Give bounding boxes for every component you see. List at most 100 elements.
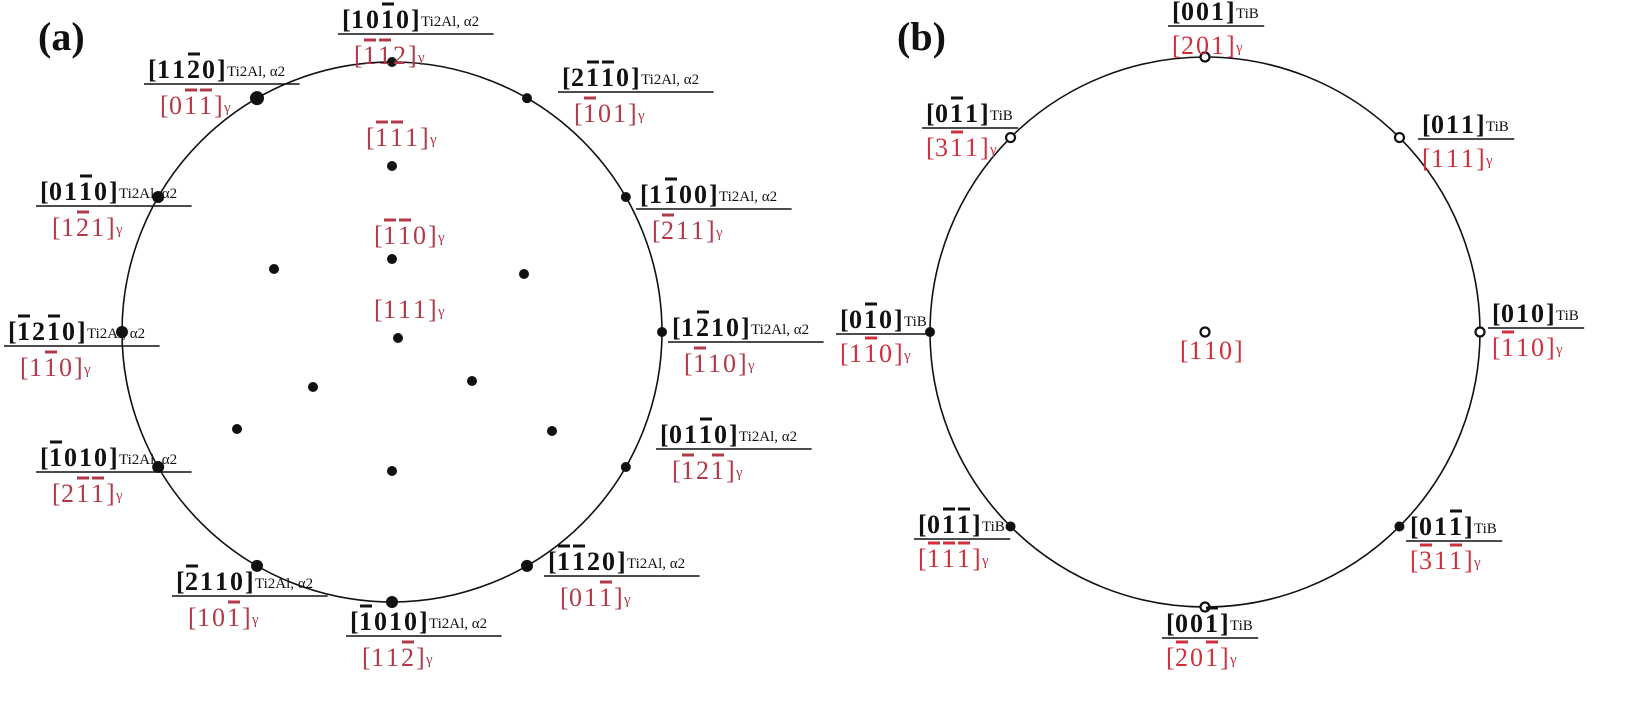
index-digit: 0 bbox=[1196, 31, 1209, 60]
index-subscript: TiB bbox=[1230, 618, 1253, 634]
index-digit: 0 bbox=[714, 420, 727, 449]
index-digit: 2 bbox=[661, 216, 674, 245]
index-digit: 1 bbox=[586, 63, 599, 92]
bracket-open: [ bbox=[1180, 336, 1189, 365]
index-subscript: TiB bbox=[1474, 521, 1497, 537]
bracket-close: ] bbox=[109, 177, 118, 206]
index-digit: 0 bbox=[374, 607, 387, 636]
bracket-close: ] bbox=[109, 443, 118, 472]
index-digit: 0 bbox=[598, 99, 611, 128]
index-digit: 1 bbox=[1516, 333, 1529, 362]
index-digit: 0 bbox=[1501, 299, 1514, 328]
index-digit: 0 bbox=[62, 317, 75, 346]
index-digit: 1 bbox=[693, 349, 706, 378]
index-digit: 2 bbox=[1181, 31, 1194, 60]
bracket-close: ] bbox=[420, 123, 429, 152]
index-digit: 2 bbox=[393, 41, 406, 70]
index-subscript: TiB bbox=[982, 519, 1005, 535]
index-digit: 0 bbox=[723, 349, 736, 378]
bracket-open: [ bbox=[366, 123, 375, 152]
index-digit: 0 bbox=[726, 313, 739, 342]
bracket-close: ] bbox=[428, 295, 437, 324]
pole-dot bbox=[393, 333, 403, 343]
index-digit: 1 bbox=[227, 603, 240, 632]
pole-dot bbox=[116, 326, 128, 338]
index-digit: 1 bbox=[599, 583, 612, 612]
index-digit: 1 bbox=[91, 479, 104, 508]
pole-dot bbox=[387, 254, 397, 264]
index-digit: 0 bbox=[1531, 333, 1544, 362]
bracket-open: [ bbox=[926, 99, 935, 128]
index-digit: 0 bbox=[1190, 609, 1203, 638]
index-digit: 1 bbox=[699, 420, 712, 449]
bracket-close: ] bbox=[416, 643, 425, 672]
pole-dot bbox=[522, 93, 532, 104]
index-digit: 1 bbox=[601, 63, 614, 92]
index-digit: 0 bbox=[1431, 110, 1444, 139]
index-subscript: γ bbox=[989, 142, 997, 158]
bracket-close: ] bbox=[242, 603, 251, 632]
bracket-open: [ bbox=[560, 583, 569, 612]
index-subscript: TiB bbox=[904, 314, 927, 330]
index-digit: 2 bbox=[76, 213, 89, 242]
bracket-open: [ bbox=[660, 420, 669, 449]
index-digit: 1 bbox=[584, 583, 597, 612]
bracket-open: [ bbox=[374, 295, 383, 324]
index-digit: 0 bbox=[935, 99, 948, 128]
index-subscript: γ bbox=[251, 612, 259, 628]
bracket-close: ] bbox=[894, 339, 903, 368]
index-subscript: TiB bbox=[1556, 308, 1579, 324]
index-digit: 0 bbox=[1190, 643, 1203, 672]
bracket-close: ] bbox=[419, 607, 428, 636]
bracket-close: ] bbox=[1220, 643, 1229, 672]
index-digit: 1 bbox=[79, 443, 92, 472]
bracket-open: [ bbox=[1172, 31, 1181, 60]
index-digit: 1 bbox=[708, 349, 721, 378]
index-digit: 1 bbox=[613, 99, 626, 128]
index-digit: 1 bbox=[64, 177, 77, 206]
bracket-close: ] bbox=[1226, 31, 1235, 60]
bracket-close: ] bbox=[106, 479, 115, 508]
bracket-open: [ bbox=[562, 63, 571, 92]
bracket-open: [ bbox=[362, 643, 371, 672]
index-digit: 0 bbox=[879, 339, 892, 368]
pole-dot bbox=[251, 559, 263, 572]
bracket-close: ] bbox=[411, 5, 420, 34]
pole-dot bbox=[152, 461, 165, 473]
bracket-close: ] bbox=[1464, 546, 1473, 575]
index-digit: 1 bbox=[172, 55, 185, 84]
index-digit: 1 bbox=[1205, 609, 1218, 638]
bracket-close: ] bbox=[617, 547, 626, 576]
index-digit: 1 bbox=[44, 353, 57, 382]
index-subscript: TiB bbox=[1236, 6, 1259, 22]
bracket-open: [ bbox=[176, 567, 185, 596]
index-digit: 2 bbox=[185, 567, 198, 596]
pole-marker bbox=[1199, 51, 1211, 63]
index-digit: 1 bbox=[681, 456, 694, 485]
index-digit: 1 bbox=[49, 443, 62, 472]
bracket-open: [ bbox=[672, 313, 681, 342]
index-digit: 1 bbox=[1446, 110, 1459, 139]
bracket-close: ] bbox=[428, 221, 437, 250]
index-digit: 1 bbox=[1434, 512, 1447, 541]
bracket-close: ] bbox=[214, 91, 223, 120]
bracket-open: [ bbox=[1166, 609, 1175, 638]
index-digit: 1 bbox=[1434, 546, 1447, 575]
bracket-open: [ bbox=[1166, 643, 1175, 672]
index-digit: 2 bbox=[696, 456, 709, 485]
bracket-open: [ bbox=[188, 603, 197, 632]
index-digit: 1 bbox=[942, 510, 955, 539]
bracket-open: [ bbox=[840, 305, 849, 334]
bracket-open: [ bbox=[574, 99, 583, 128]
index-digit: 1 bbox=[200, 567, 213, 596]
index-digit: 1 bbox=[864, 339, 877, 368]
index-digit: 1 bbox=[359, 607, 372, 636]
pole-dot bbox=[386, 596, 398, 608]
